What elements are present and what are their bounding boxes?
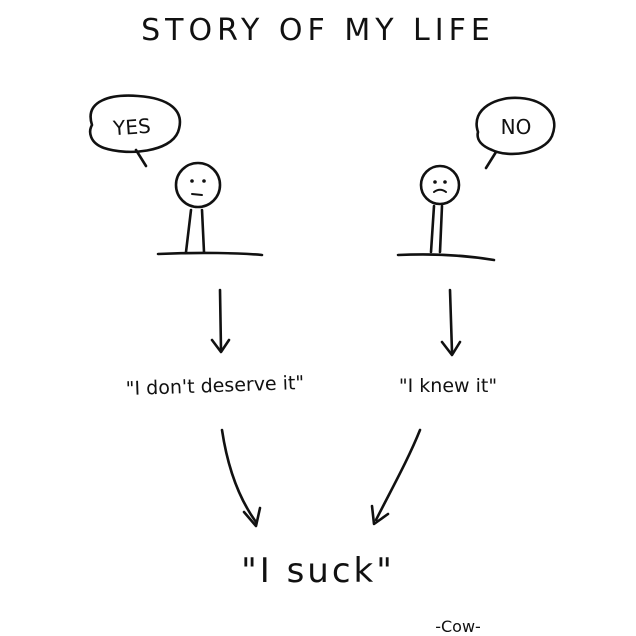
left-speech-bubble: YES	[88, 94, 182, 168]
right-speech-bubble: NO	[475, 96, 556, 170]
right-thought-text: "I knew it"	[399, 375, 497, 397]
left-bubble-text: YES	[111, 114, 151, 141]
right-bubble-text: NO	[501, 115, 532, 139]
right-stick-figure	[396, 164, 496, 262]
right-converging-arrow	[370, 428, 422, 526]
conclusion-text: "I suck"	[241, 551, 395, 591]
left-down-arrow	[210, 288, 231, 354]
right-down-arrow	[440, 288, 462, 357]
artist-signature: -Cow-	[435, 617, 481, 636]
comic-title: STORY OF MY LIFE	[141, 13, 495, 48]
left-thought-text: "I don't deserve it"	[125, 372, 304, 400]
left-stick-figure	[156, 161, 264, 257]
left-converging-arrow	[220, 428, 262, 528]
